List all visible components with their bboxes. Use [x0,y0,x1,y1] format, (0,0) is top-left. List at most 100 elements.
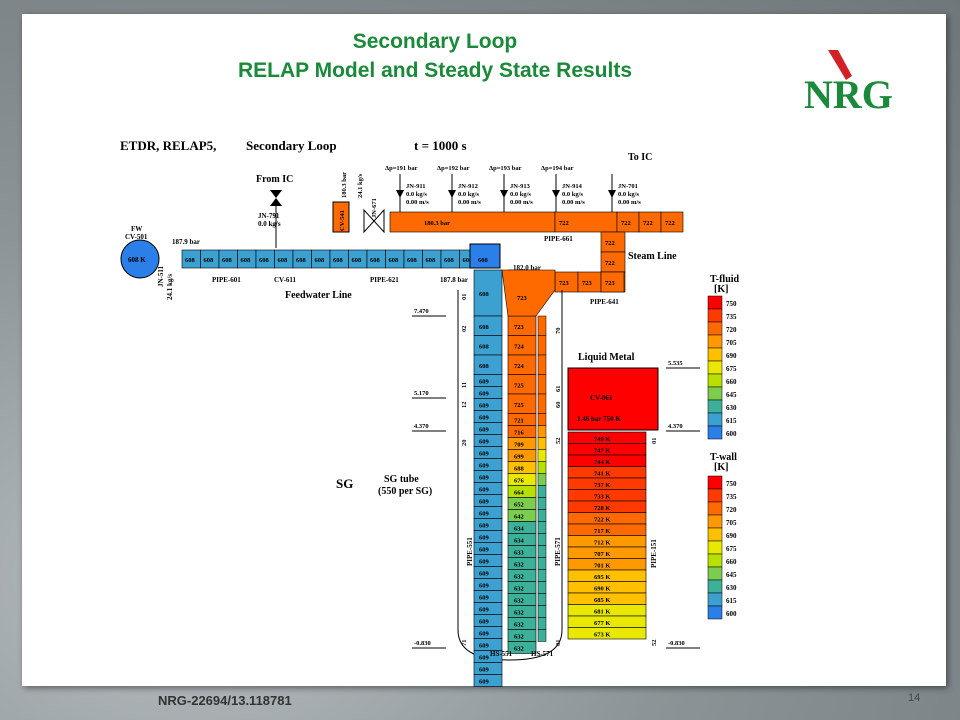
sg-wall-cell [537,605,547,618]
steam-cell-value: 722 [665,220,675,227]
sg-wall-cell [537,393,547,414]
sg-blue-value: 609 [479,535,490,542]
legend-value: 690 [726,532,737,540]
sg-fluid-value: 724 [514,343,525,350]
sg-wall-column [537,315,547,642]
legend-value: 720 [726,506,737,514]
legend-swatch [707,527,723,542]
sg-wall-cell [537,593,547,606]
sg-blue-value: 609 [479,451,490,458]
logo-text: NRG [804,72,893,116]
sg-blue-value: 609 [479,403,490,410]
lm-cell-value: 690 K [594,586,610,593]
legend-swatch [707,566,723,581]
tfluid-legend-unit: [K] [714,284,728,295]
lm-cell-value: 733 K [594,494,610,501]
sg-blue-value: 609 [479,463,490,470]
sg-blue-value: 609 [479,499,490,506]
feed-header-cell [469,243,501,269]
sg-blue-value: 608 [479,363,490,370]
legend-swatch [707,425,723,440]
legend-value: 675 [726,365,737,373]
lm-cell [567,627,647,640]
sg-fluid-column: 7237237247247257257217167096996886766646… [501,269,556,654]
junction-flow: 0.0 kg/s [406,191,427,198]
from-ic-label: From IC [256,174,293,185]
steam-bottom-cell [600,271,625,293]
junction-flow: 0.0 kg/s [458,191,479,198]
legend-swatch [707,501,723,516]
steam-bottom-value: 723 [559,280,570,287]
legend-value: 660 [726,378,737,386]
hs551-label: HS-551 [490,650,513,658]
sg-blue-value: 609 [479,547,490,554]
junction-valve-icon [608,190,616,198]
sg-tube-count: (550 per SG) [378,486,432,497]
lm-cell-value: 737 K [594,482,610,489]
legend-value: 645 [726,391,737,399]
sg-wall-cell [537,545,547,558]
steam-bottom-value: 723 [582,280,593,287]
junction-dp: Δp=191 bar [385,165,418,172]
cv541-label: CV-541 [339,210,346,231]
lm-cell-value: 722 K [594,517,610,524]
sg-wall-cell [537,413,547,426]
lm-cell-value: 681 K [594,609,610,616]
sg-fluid-value: 634 [514,538,525,545]
node-label-mid: 61 [555,386,562,393]
sg-dome-value: 723 [517,295,528,302]
legend-swatch [707,347,723,362]
junction-name: JN-912 [458,183,478,190]
legend-swatch [707,373,723,388]
legend-value: 720 [726,326,737,334]
sg-blue-value: 608 [479,291,490,298]
logo-red-stroke [828,50,852,80]
feed-header-value: 608 [478,257,489,264]
lm-cell-value: 744 K [594,459,610,466]
elevation-value-right: -0.830 [668,640,685,647]
steam-vert-value: 722 [605,260,615,267]
cv611-label: CV-611 [274,276,297,284]
pipe601-label: PIPE-601 [212,276,241,284]
legend-value: 630 [726,584,737,592]
node-label-right: 01 [651,438,658,445]
legend-value: 645 [726,571,737,579]
legend-value: 615 [726,417,737,425]
node-label-left: 12 [461,402,468,409]
legend-swatch [707,386,723,401]
junction-valve-icon [552,190,560,198]
cv061-label: CV-061 [590,394,613,402]
junction-flow: 0.0 kg/s [562,191,583,198]
lm-cell-value: 685 K [594,597,610,604]
pipe551-label: PIPE-551 [466,537,474,566]
fw-volume [120,239,160,279]
steam-cell-value: 722 [643,220,653,227]
steam-cell-value: 180.3 bar [424,220,450,227]
elevation-value: 4.370 [414,423,429,430]
lm-cell-value: 747 K [594,448,610,455]
sg-blue-value: 609 [479,487,490,494]
sg-blue-value: 609 [479,475,490,482]
header-time: t = 1000 s [414,138,467,153]
sg-fluid-value: 725 [514,402,525,409]
feed-cell-value: 608 [370,257,381,264]
pipe641-label: PIPE-641 [590,298,619,306]
legend-swatch [707,399,723,414]
sg-fluid-value: 676 [514,478,525,485]
cv541-pressure: 180.3 bar [341,172,348,198]
junction-velocity: 0.00 m/s [406,199,429,206]
legend-swatch [707,308,723,323]
steam-cell [660,211,684,233]
sg-wall-cell [537,425,547,438]
lm-cell-value: 701 K [594,563,610,570]
sg-blue-value: 609 [479,667,490,674]
legend-value: 675 [726,545,737,553]
junction-name: JN-913 [510,183,531,190]
legend-swatch [707,605,723,620]
feed-cell-value: 608 [352,257,363,264]
footer-reference: NRG-22694/13.118781 [158,693,292,708]
feed-cell-value: 608 [389,257,400,264]
sg-blue-value: 609 [479,559,490,566]
